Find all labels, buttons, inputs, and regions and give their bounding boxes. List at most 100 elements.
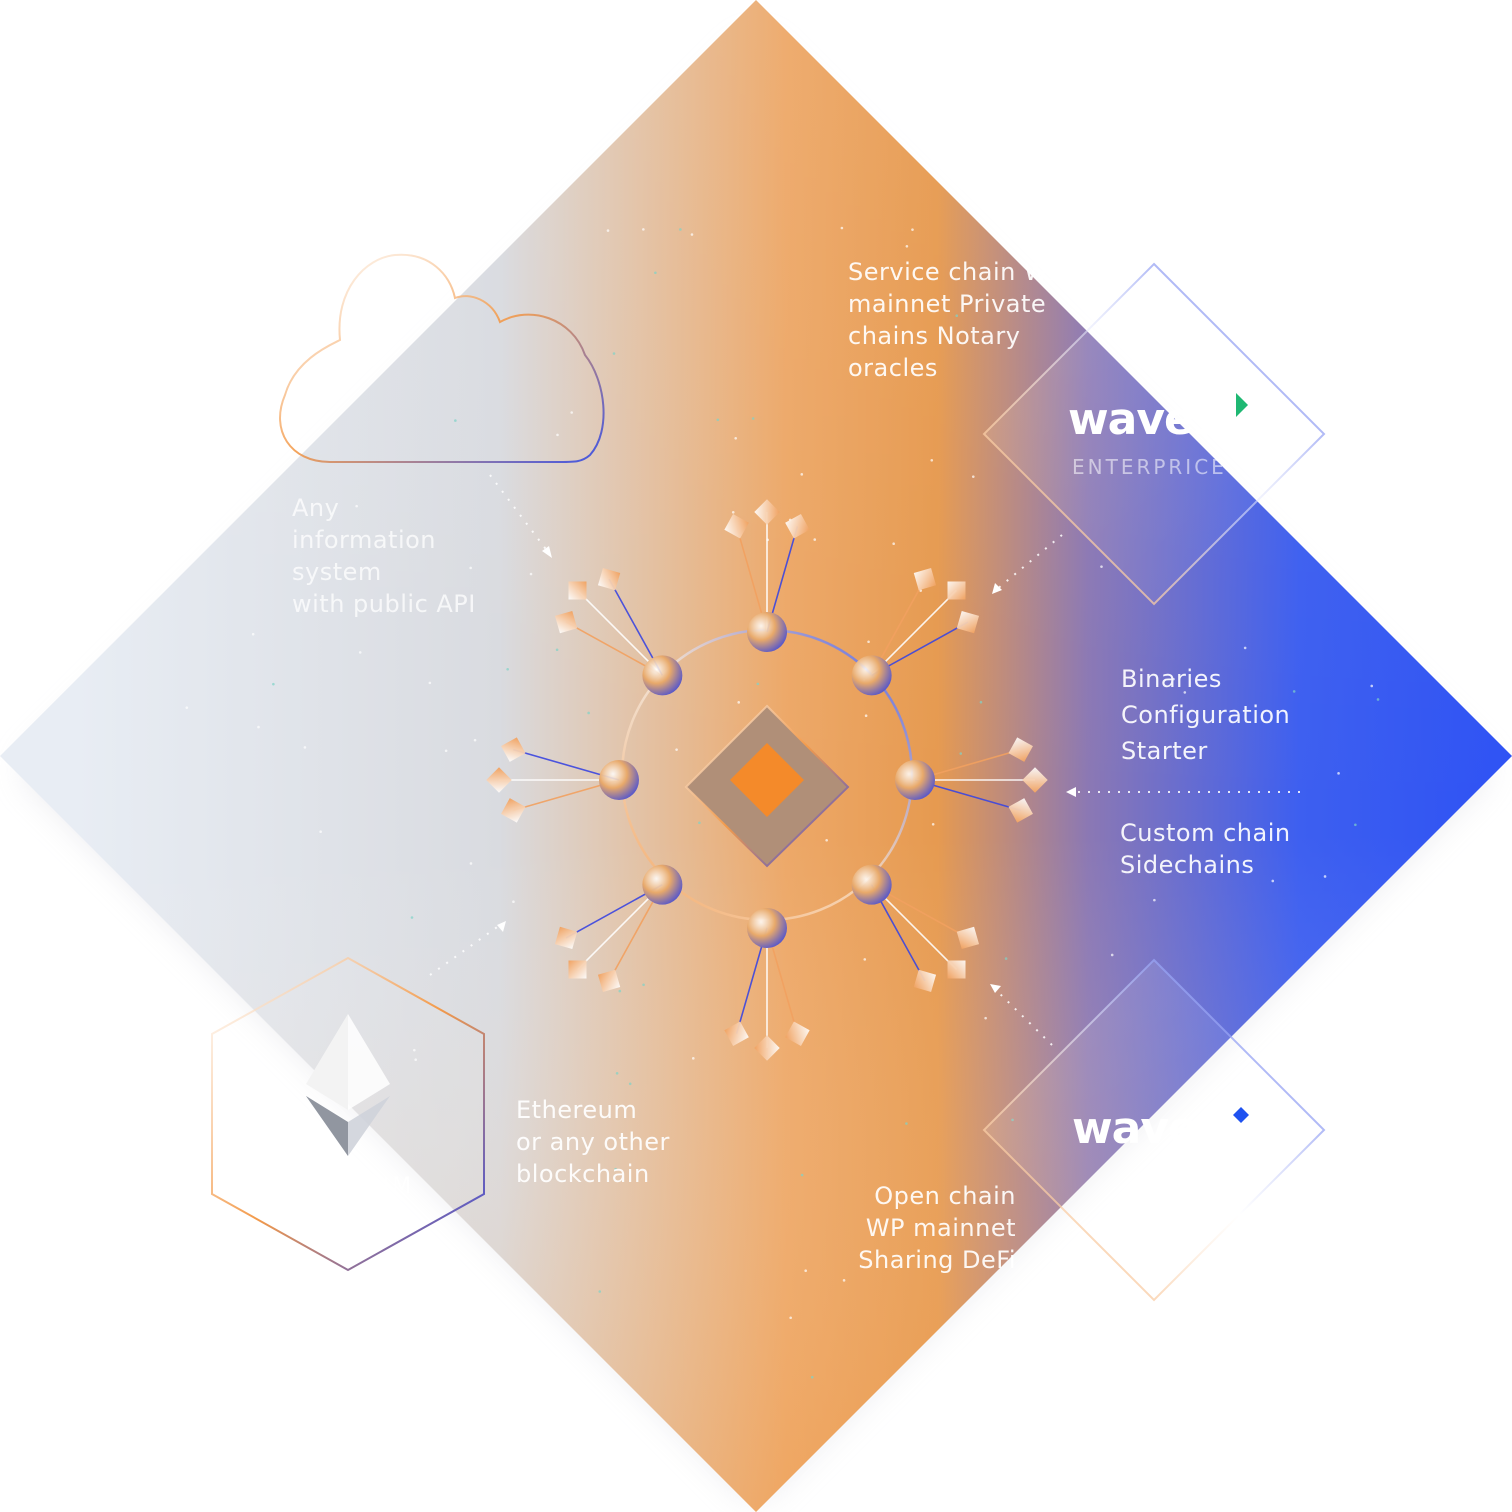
dot bbox=[690, 233, 694, 236]
dot bbox=[355, 504, 358, 508]
dot bbox=[867, 640, 870, 644]
dot bbox=[410, 916, 414, 919]
waves-box bbox=[982, 958, 1326, 1302]
dot bbox=[971, 475, 975, 478]
block-square bbox=[724, 1021, 749, 1046]
spoke-line bbox=[576, 884, 663, 971]
dot bbox=[642, 228, 645, 231]
dot bbox=[257, 725, 260, 729]
dot bbox=[691, 1057, 695, 1060]
dot bbox=[737, 701, 741, 704]
satellite-group bbox=[554, 567, 683, 696]
dot bbox=[804, 1269, 807, 1273]
satellite-group bbox=[851, 567, 980, 696]
ethereum-icon bbox=[306, 1014, 390, 1156]
service-chain-label: Service chain WE mainnet Private chains … bbox=[848, 258, 1064, 382]
waves-enterprise-sub: ENTERPRICE bbox=[1072, 455, 1227, 479]
dot bbox=[756, 682, 760, 686]
dot bbox=[675, 748, 678, 751]
dot bbox=[1110, 953, 1114, 957]
dot bbox=[185, 706, 189, 709]
connection-lines bbox=[429, 474, 1300, 1046]
custom-chain-label: Custom chain Sidechains bbox=[1120, 819, 1291, 879]
dot bbox=[444, 749, 448, 753]
core-diamond-icon bbox=[684, 704, 850, 868]
cloud-icon bbox=[279, 253, 605, 463]
dot bbox=[428, 681, 432, 685]
node-sphere bbox=[599, 760, 639, 800]
waves-enterprise-logo: waves bbox=[1068, 394, 1219, 445]
block-square bbox=[1008, 737, 1033, 762]
dot bbox=[529, 572, 533, 576]
dot bbox=[319, 830, 322, 834]
dot bbox=[1337, 772, 1340, 775]
dot bbox=[679, 228, 682, 231]
dot bbox=[506, 667, 509, 671]
node-sphere bbox=[642, 655, 683, 696]
dot bbox=[979, 700, 983, 704]
dot bbox=[731, 510, 735, 514]
block-square bbox=[947, 581, 966, 600]
dot bbox=[1376, 698, 1380, 701]
block-square bbox=[956, 926, 980, 950]
dot bbox=[512, 900, 515, 903]
dot bbox=[1172, 677, 1175, 681]
dot bbox=[614, 1167, 617, 1171]
dot bbox=[842, 1279, 846, 1282]
block-square bbox=[568, 581, 587, 600]
api-label: Any information system with public API bbox=[292, 494, 476, 618]
dot bbox=[1292, 690, 1296, 693]
block-square bbox=[956, 610, 980, 634]
dot bbox=[800, 473, 804, 476]
dot bbox=[570, 411, 573, 414]
block-square bbox=[785, 1021, 810, 1046]
ethereum-label: Ethereum or any other blockchain bbox=[516, 1096, 670, 1188]
block-square bbox=[501, 737, 526, 762]
spoke-line bbox=[576, 589, 663, 676]
dot bbox=[1183, 691, 1187, 694]
open-chain-label: Open chain WP mainnet Sharing DeFi bbox=[858, 1182, 1016, 1274]
dot bbox=[654, 271, 657, 275]
waves-enterprise-box bbox=[982, 262, 1326, 606]
dot bbox=[555, 648, 559, 652]
ethereum-caption: ETHEREUM bbox=[268, 1174, 415, 1199]
satellite-group bbox=[851, 864, 980, 993]
dot bbox=[612, 352, 616, 355]
dot bbox=[606, 229, 610, 232]
block-square bbox=[754, 499, 780, 525]
dot bbox=[716, 418, 720, 422]
node-sphere bbox=[851, 655, 892, 696]
dot bbox=[813, 538, 817, 541]
dot bbox=[469, 862, 473, 865]
block-square bbox=[913, 567, 937, 591]
dot bbox=[892, 542, 895, 546]
node-sphere bbox=[642, 864, 683, 905]
dot bbox=[931, 822, 935, 826]
dot bbox=[414, 1058, 417, 1062]
node-sphere bbox=[895, 760, 935, 800]
dot bbox=[905, 1122, 908, 1125]
dot bbox=[628, 1082, 632, 1086]
block-square bbox=[1008, 798, 1033, 823]
block-square bbox=[947, 960, 966, 979]
dot bbox=[751, 417, 755, 420]
dot bbox=[698, 821, 701, 825]
dot bbox=[734, 437, 737, 440]
dot bbox=[825, 838, 828, 842]
dot bbox=[587, 711, 590, 715]
dot bbox=[905, 244, 909, 248]
node-sphere bbox=[851, 864, 892, 905]
dot bbox=[984, 1016, 987, 1020]
block-square bbox=[597, 969, 621, 993]
dot bbox=[598, 1290, 602, 1293]
dot bbox=[642, 983, 645, 987]
dot bbox=[930, 458, 934, 462]
dot bbox=[1323, 875, 1327, 878]
enterprise-play-icon bbox=[1236, 393, 1248, 417]
spoke-line bbox=[871, 589, 958, 676]
dot bbox=[789, 1316, 792, 1320]
dot bbox=[800, 1173, 804, 1177]
binaries-label: Binaries Configuration Starter bbox=[1121, 665, 1291, 765]
